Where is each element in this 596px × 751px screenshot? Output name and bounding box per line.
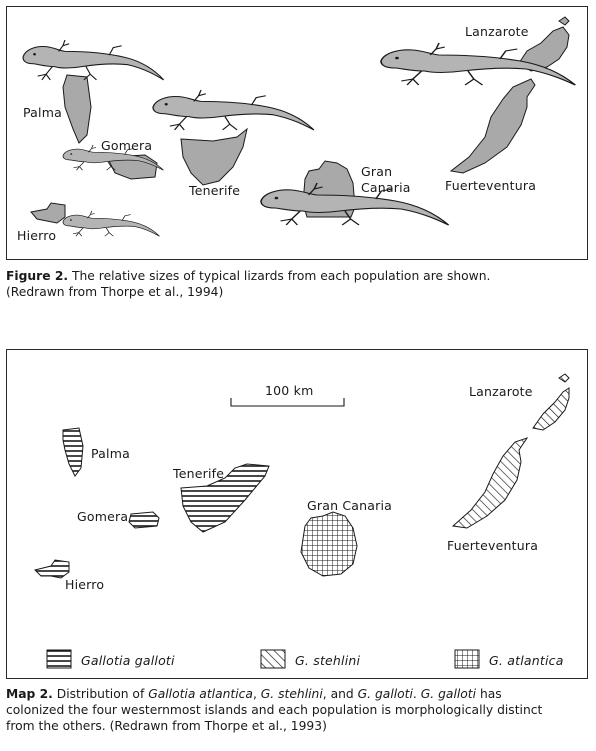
map-2-caption-p2: ,: [252, 687, 261, 701]
map-label-tenerife: Tenerife: [173, 466, 225, 481]
legend-swatch-atlantica: [454, 649, 480, 669]
legend-label-stehlini: G. stehlini: [295, 653, 361, 668]
map-label-gran-canaria: Gran Canaria: [307, 498, 393, 513]
map-2-caption-s2: G. stehlini: [260, 687, 323, 701]
map-label-palma: Palma: [91, 446, 130, 461]
map-2-caption-title: Map 2.: [6, 687, 53, 701]
map-label-lanzarote: Lanzarote: [469, 384, 533, 399]
scale-bar: [230, 398, 345, 407]
figure-2-panel: Palma Gomera Tenerife Hierro Gran Canari…: [6, 6, 588, 260]
lizard-hierro: [62, 210, 160, 237]
fig-label-gran: Gran: [361, 164, 393, 179]
lizard-palma: [22, 39, 165, 81]
fig-label-palma: Palma: [23, 105, 62, 120]
map-label-hierro: Hierro: [65, 577, 105, 592]
map-2-caption-s1: Gallotia atlantica: [148, 687, 253, 701]
fig-island-hierro: [30, 202, 66, 224]
figure-2-caption-source: (Redrawn from Thorpe et al., 1994): [6, 285, 224, 299]
map-2-caption-line3: from the others. (Redrawn from Thorpe et…: [6, 719, 327, 733]
figure-2-drawing: [22, 16, 577, 237]
legend-swatch-galloti: [46, 649, 72, 669]
map-island-hierro: [34, 559, 70, 579]
figure-2-caption: Figure 2. The relative sizes of typical …: [6, 268, 588, 300]
fig-label-fuerteventura: Fuerteventura: [445, 178, 537, 193]
map-island-gomera: [128, 511, 160, 529]
map-2-caption-s3: G. galloti: [357, 687, 413, 701]
fig-label-hierro: Hierro: [17, 228, 57, 243]
map-label-fuerteventura: Fuerteventura: [447, 538, 539, 553]
fig-label-gomera: Gomera: [101, 138, 153, 153]
map-2-panel: 100 km Palma Tenerife Gomera Gran Canari…: [6, 349, 588, 679]
map-2-caption-p5: has: [476, 687, 502, 701]
map-island-fuerteventura: [451, 437, 529, 529]
lizard-gran-canaria: [260, 182, 450, 226]
fig-label-tenerife: Tenerife: [189, 183, 241, 198]
map-2-caption-p4: .: [412, 687, 421, 701]
map-island-palma: [62, 427, 84, 477]
map-island-tenerife: [180, 463, 270, 533]
map-2-caption-line2: colonized the four westernmost islands a…: [6, 703, 543, 717]
legend-label-galloti: Gallotia galloti: [81, 653, 175, 668]
figure-2-caption-text: The relative sizes of typical lizards fr…: [68, 269, 491, 283]
legend-label-atlantica: G. atlantica: [489, 653, 564, 668]
map-2-caption-p3: , and: [322, 687, 358, 701]
map-label-gomera: Gomera: [77, 509, 129, 524]
fig-island-palma: [62, 74, 92, 144]
fig-island-fuerteventura: [449, 78, 536, 174]
map-island-lanzarote: [532, 387, 570, 431]
fig-label-lanzarote: Lanzarote: [465, 24, 529, 39]
map-2-drawing: [34, 373, 570, 669]
figure-2-caption-title: Figure 2.: [6, 269, 69, 283]
map-2-caption-s4: G. galloti: [420, 687, 477, 701]
map-island-gran-canaria: [300, 511, 358, 577]
map-2-caption: Map 2. Distribution of Gallotia atlantic…: [6, 686, 588, 734]
lizard-tenerife: [152, 89, 315, 131]
scale-label: 100 km: [265, 383, 314, 398]
fig-island-tenerife: [180, 127, 248, 186]
legend-swatch-stehlini: [260, 649, 286, 669]
fig-label-canaria: Canaria: [361, 180, 411, 195]
map-2-caption-p1: Distribution of: [52, 687, 149, 701]
